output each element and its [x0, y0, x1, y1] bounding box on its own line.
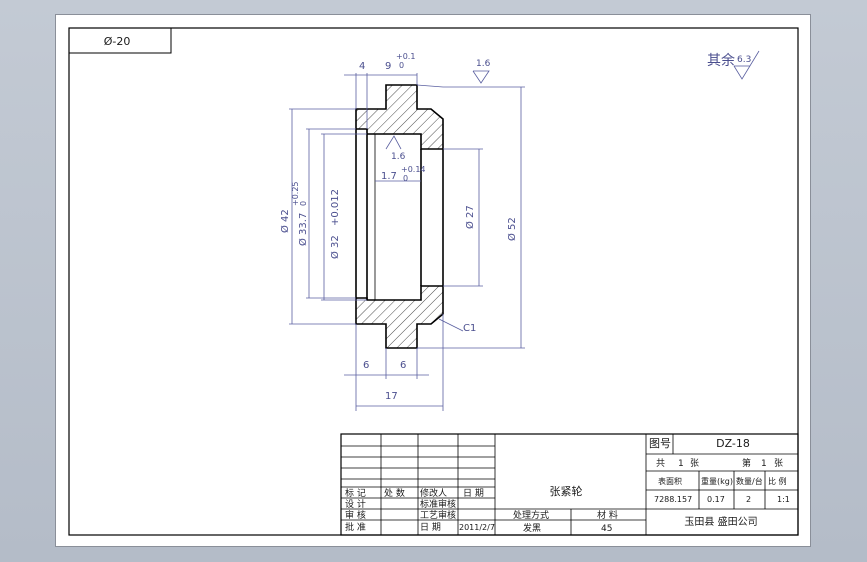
row-review-label: 审 核: [345, 509, 366, 521]
dim-d42: Ø 42: [279, 209, 291, 233]
sheet-no: 1: [761, 459, 767, 469]
sheets-total-label: 共: [656, 458, 665, 469]
roughness-top-symbol: [472, 70, 490, 84]
material-label: 材 料: [597, 509, 618, 521]
sheets-total: 1: [678, 459, 684, 469]
dim-d337: Ø 33.7: [297, 213, 309, 246]
col-header-qty: 数量/台: [736, 476, 763, 486]
dim-bottom-widths: [344, 314, 444, 411]
dim-bore-tol-upper: +0.14: [401, 165, 426, 174]
dim-width-9-tol-lower: 0: [399, 61, 404, 70]
roughness-general-value: 6.3: [737, 55, 751, 65]
col-header-scale: 比 例: [768, 476, 787, 486]
dim-d27: Ø 27: [464, 205, 476, 229]
header-date: 日 期: [463, 488, 484, 499]
row-approve-date: 2011/2/7: [459, 523, 495, 532]
dim-width-9-tol-upper: +0.1: [396, 52, 415, 61]
sheets-total-unit: 张: [690, 458, 699, 469]
dim-d52: Ø 52: [506, 217, 518, 241]
roughness-top-value: 1.6: [476, 59, 491, 69]
sheet-unit: 张: [774, 458, 783, 469]
title-block: [340, 433, 799, 536]
drawing-canvas: Ø-20 其余 6.3 4 9 +0.1 0 1.6 1.6: [68, 27, 799, 536]
stamp-box: [68, 27, 172, 54]
row-design-label: 设 计: [345, 498, 366, 510]
process-value: 发黑: [523, 522, 541, 534]
header-modifier: 修改人: [420, 487, 447, 499]
section-upper: [355, 84, 444, 150]
part-name: 张紧轮: [550, 484, 583, 498]
sheet-label: 第: [742, 457, 751, 469]
part-section: [355, 84, 444, 349]
dim-d32: Ø 32: [329, 235, 341, 259]
drawing-no: DZ-18: [716, 437, 750, 450]
roughness-general-symbol: [733, 50, 760, 80]
drawing-sheet: Ø-20 其余 6.3 4 9 +0.1 0 1.6 1.6: [55, 14, 811, 547]
inner-frame: [68, 27, 799, 536]
col-value-weight: 0.17: [707, 495, 725, 504]
dim-width-9: 9: [385, 61, 391, 72]
dim-diameters-left: [289, 108, 367, 325]
roughness-inner-value: 1.6: [391, 152, 406, 162]
dim-diameters-right: [416, 84, 525, 349]
row-design-review: 标准审核: [420, 498, 456, 510]
material-value: 45: [601, 524, 612, 534]
roughness-other-label: 其余: [707, 52, 735, 69]
process-label: 处理方式: [513, 509, 549, 521]
col-value-area: 7288.157: [654, 495, 692, 504]
col-value-qty: 2: [746, 495, 751, 504]
dim-d32-tol: +0.012: [330, 189, 341, 226]
drawing-no-label: 图号: [649, 437, 671, 450]
dim-d42-tol-upper: +0.25: [291, 181, 300, 206]
section-lower: [355, 285, 444, 349]
roughness-inner-symbol: [385, 135, 402, 150]
col-header-area: 表面积: [658, 476, 682, 486]
header-count: 处 数: [384, 487, 405, 499]
dim-width-17: 17: [385, 391, 398, 402]
row-approve-label: 批 准: [345, 521, 366, 533]
dim-d42-tol-lower: 0: [299, 201, 308, 206]
stamp-text: Ø-20: [104, 35, 131, 48]
col-value-scale: 1:1: [777, 495, 790, 504]
col-header-weight: 重量(kg): [701, 476, 733, 486]
dim-bore-depth: 1.7: [381, 171, 397, 182]
dim-bore-tol-lower: 0: [403, 174, 408, 183]
dim-chamfer: C1: [463, 323, 476, 334]
dim-width-6a: 6: [363, 360, 369, 371]
header-mark: 标 记: [345, 487, 366, 499]
row-approve-date-label: 日 期: [420, 522, 441, 533]
company-name: 玉田县 盛田公司: [684, 515, 757, 528]
dim-width-6b: 6: [400, 360, 406, 371]
dim-top-widths: [344, 73, 418, 129]
row-review-process: 工艺审核: [420, 509, 456, 521]
dim-width-4: 4: [359, 61, 365, 72]
